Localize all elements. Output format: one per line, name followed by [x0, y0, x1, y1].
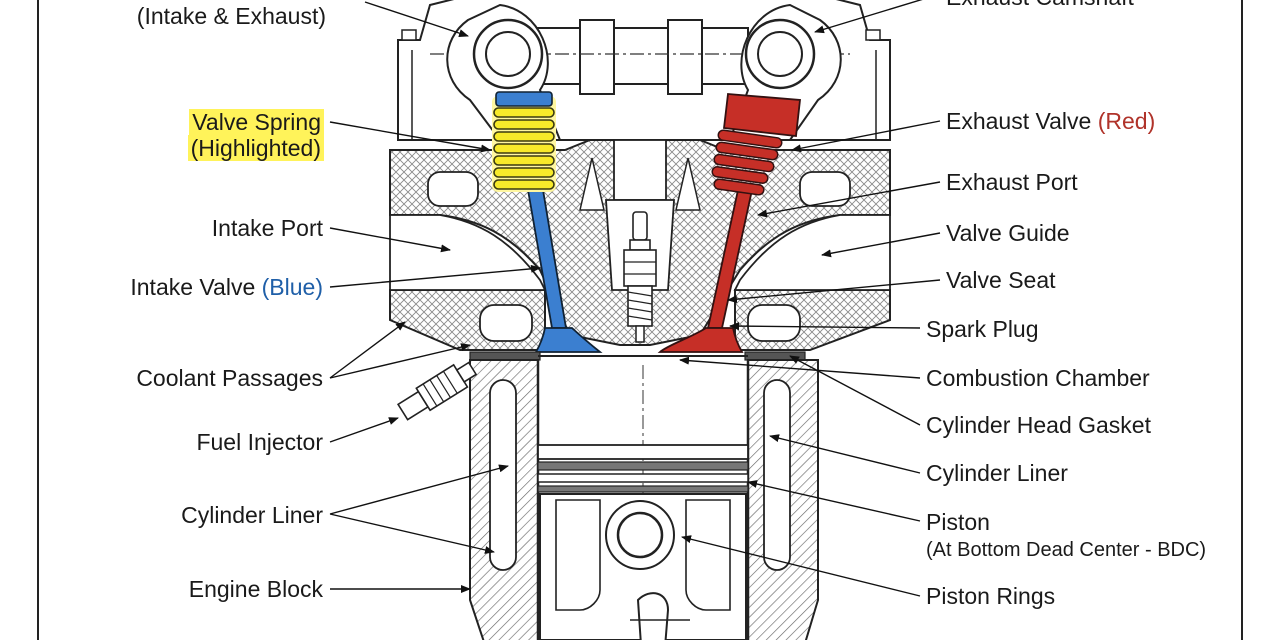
piston-rings-label: Piston Rings: [926, 583, 1055, 609]
exhaust-camshaft-label: Exhaust Camshaft: [946, 0, 1134, 10]
intake-valve-label-color: (Blue): [261, 274, 323, 300]
exhaust-camshaft-label-text: Exhaust Camshaft: [946, 0, 1134, 10]
exhaust-port-shape: [733, 214, 891, 291]
piston-label-line2: (At Bottom Dead Center - BDC): [926, 539, 1207, 561]
fuel-injector: [396, 361, 478, 421]
piston-ring: [537, 473, 749, 483]
exhaust-port-label: Exhaust Port: [946, 169, 1078, 195]
exhaust-valve-label-color: (Red): [1097, 108, 1156, 134]
coolant-jacket: [763, 379, 791, 571]
cylinder-liner-label-left: Cylinder Liner: [181, 502, 323, 528]
engine-block: [469, 359, 819, 640]
valve-seat-label-text: Valve Seat: [946, 267, 1056, 293]
valve-spring-label: Valve Spring (Highlighted): [187, 109, 324, 161]
leader-lines: [329, 0, 941, 597]
connecting-rod: [636, 592, 670, 640]
piston-label: Piston (At Bottom Dead Center - BDC): [926, 509, 1206, 562]
piston: [537, 444, 749, 640]
cylinder-head-gasket-label: Cylinder Head Gasket: [926, 412, 1151, 438]
exhaust-port-label-text: Exhaust Port: [946, 169, 1078, 195]
camshaft-sublabel: (Intake & Exhaust): [137, 3, 326, 29]
coolant-passages-label: Coolant Passages: [136, 365, 323, 391]
valve-guide-label: Valve Guide: [946, 220, 1070, 246]
piston-label-line1: Piston: [926, 509, 990, 535]
spark-plug-label: Spark Plug: [926, 316, 1039, 342]
cylinder-liner-label-left-text: Cylinder Liner: [181, 502, 323, 528]
intake-valve: [526, 189, 603, 353]
spark-plug-label-text: Spark Plug: [926, 316, 1039, 342]
intake-valve-label-text: Intake Valve: [130, 274, 262, 300]
coolant-passage: [747, 304, 801, 342]
valve-guide-label-text: Valve Guide: [946, 220, 1070, 246]
cylinder-head-gasket-label-text: Cylinder Head Gasket: [926, 412, 1151, 438]
cylinder-liner-label-right: Cylinder Liner: [926, 460, 1068, 486]
valve-spring: [492, 91, 556, 192]
coolant-passage: [799, 171, 851, 207]
spark-plug: [623, 211, 657, 343]
coolant-jacket: [489, 379, 517, 571]
fuel-injector-label-text: Fuel Injector: [196, 429, 323, 455]
camshaft-sublabel-text: (Intake & Exhaust): [136, 3, 326, 29]
valve-spring-label-line2: (Highlighted): [187, 135, 324, 161]
fuel-injector-label: Fuel Injector: [196, 429, 323, 455]
piston-ring: [537, 461, 749, 471]
intake-valve-label: Intake Valve (Blue): [130, 274, 323, 300]
intake-port-label: Intake Port: [212, 215, 323, 241]
camshaft-housing: [397, 0, 891, 141]
exhaust-valve: [657, 93, 801, 353]
coolant-passage: [479, 304, 533, 342]
valve-spring-label-line1: Valve Spring: [189, 109, 324, 135]
coolant-passages-label-text: Coolant Passages: [136, 365, 323, 391]
cylinder-liner-label-right-text: Cylinder Liner: [926, 460, 1068, 486]
combustion-chamber-label: Combustion Chamber: [926, 365, 1150, 391]
diagram-border: [37, 0, 1243, 640]
combustion-chamber-label-text: Combustion Chamber: [926, 365, 1150, 391]
engine-block-label-text: Engine Block: [188, 576, 323, 602]
valve-seat-label: Valve Seat: [946, 267, 1056, 293]
exhaust-valve-label-text: Exhaust Valve: [946, 108, 1098, 134]
coolant-passage: [427, 171, 479, 207]
piston-rings-label-text: Piston Rings: [926, 583, 1056, 609]
engine-block-label: Engine Block: [189, 576, 323, 602]
exhaust-valve-label: Exhaust Valve (Red): [946, 108, 1155, 134]
intake-port-label-text: Intake Port: [211, 215, 323, 241]
piston-ring: [537, 485, 749, 493]
